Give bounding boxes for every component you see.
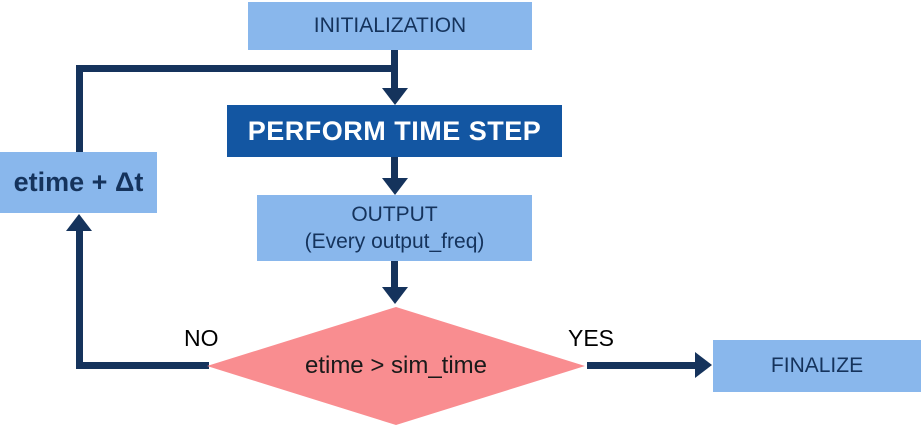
arrowhead-right-icon: [695, 352, 712, 378]
node-output-label: OUTPUT: [351, 202, 438, 226]
node-perform-time-step: PERFORM TIME STEP: [227, 105, 562, 157]
connector-feedback-left-upper: [76, 65, 83, 153]
connector-output-to-decision: [391, 261, 398, 289]
branch-label-no: NO: [184, 325, 219, 351]
node-finalize: FINALIZE: [713, 340, 921, 392]
node-initialization-label: INITIALIZATION: [313, 14, 467, 37]
node-perform-time-step-label: PERFORM TIME STEP: [247, 115, 542, 146]
connector-yes-horizontal: [587, 362, 697, 369]
node-finalize-label: FINALIZE: [770, 354, 864, 377]
arrowhead-down-icon: [382, 178, 408, 195]
connector-no-vertical: [76, 230, 83, 369]
node-initialization: INITIALIZATION: [248, 2, 532, 50]
connector-init-to-timestep: [391, 50, 398, 90]
arrowhead-down-icon: [382, 88, 408, 105]
node-decision-diamond: etime > sim_time: [207, 307, 585, 425]
connector-timestep-to-output: [391, 157, 398, 181]
branch-label-yes: YES: [568, 325, 615, 351]
node-etime-increment: etime + Δt: [0, 152, 157, 213]
connector-feedback-top: [76, 65, 398, 72]
node-output: OUTPUT (Every output_freq): [257, 195, 532, 261]
arrowhead-up-icon: [66, 214, 92, 231]
node-output-sublabel: (Every output_freq): [304, 230, 485, 253]
arrowhead-down-icon: [382, 287, 408, 304]
node-etime-increment-label: etime + Δt: [13, 167, 144, 197]
connector-no-horizontal: [76, 362, 209, 369]
node-decision-label: etime > sim_time: [304, 352, 488, 379]
